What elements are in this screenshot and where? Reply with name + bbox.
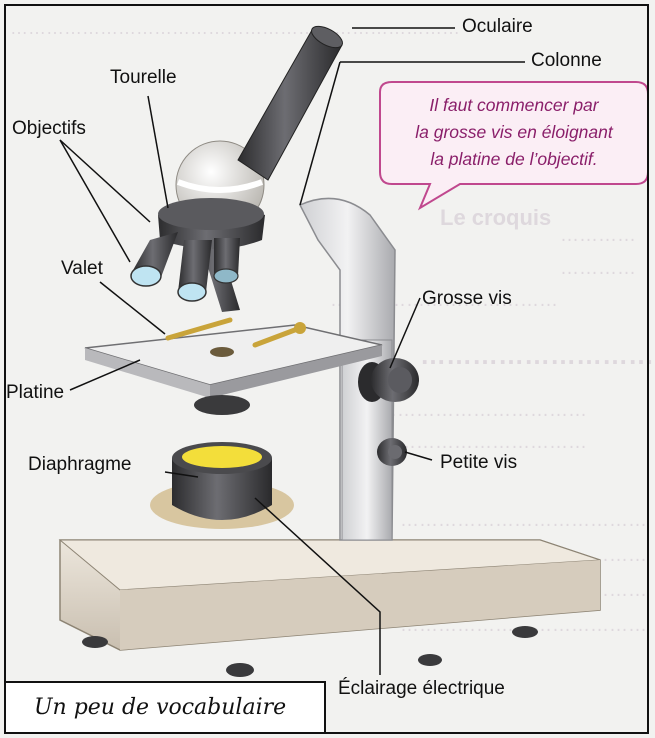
label-tourelle: Tourelle (110, 67, 177, 89)
stage (85, 320, 382, 415)
bubble-line-3: la platine de l’objectif. (384, 146, 644, 173)
caption-box: Un peu de vocabulaire (6, 681, 326, 733)
bubble-line-2: la grosse vis en éloignant (384, 119, 644, 146)
bubble-text: Il faut commencer par la grosse vis en é… (384, 92, 644, 184)
label-colonne: Colonne (531, 50, 602, 72)
label-grosse-vis: Grosse vis (422, 288, 512, 310)
bubble-line-1: Il faut commencer par (384, 92, 644, 119)
lamp (150, 442, 294, 529)
label-valet: Valet (61, 258, 103, 280)
coarse-focus-knob (358, 358, 419, 402)
label-oculaire: Oculaire (462, 16, 533, 38)
label-petite-vis: Petite vis (440, 452, 517, 474)
label-eclairage: Éclairage électrique (338, 678, 505, 700)
base (60, 540, 600, 677)
label-platine: Platine (6, 382, 64, 404)
label-objectifs: Objectifs (12, 118, 86, 140)
fine-focus-knob (377, 438, 407, 466)
label-diaphragme: Diaphragme (28, 454, 132, 476)
